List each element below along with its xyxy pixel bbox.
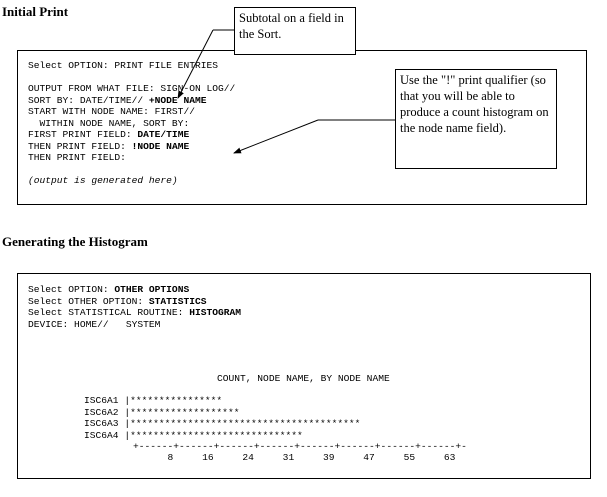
print-line: THEN PRINT FIELD: [28,152,235,164]
histogram-rows: ISC6A1 |****************ISC6A2 |********… [84,395,360,441]
histogram-bar: |****************************** [124,429,303,441]
terminal-output-print: Select OPTION: PRINT FILE ENTRIES OUTPUT … [28,60,235,187]
print-line: SORT BY: DATE/TIME// +NODE NAME [28,95,235,107]
histogram-row: ISC6A2 |******************* [84,407,360,419]
print-input-value: !NODE NAME [131,140,190,152]
callout-print-qualifier: Use the "!" print qualifier (so that you… [395,69,557,169]
histogram-bar: |**************** [124,395,223,406]
print-prompt: OUTPUT FROM WHAT FILE: SIGN-ON LOG// [28,83,236,94]
print-line: Select OPTION: PRINT FILE ENTRIES [28,60,235,72]
print-prompt: FIRST PRINT FIELD: [28,129,138,140]
print-line [28,72,235,84]
hist-input-value: OTHER OPTIONS [114,284,190,295]
histogram-axis-line: +------+------+------+------+------+----… [133,441,467,452]
hist-line: DEVICE: HOME// SYSTEM [28,319,241,331]
print-line: WITHIN NODE NAME, SORT BY: [28,118,235,130]
section-heading-histogram: Generating the Histogram [2,234,148,249]
print-line: FIRST PRINT FIELD: DATE/TIME [28,129,235,141]
callout-subtotal: Subtotal on a field in the Sort. [234,7,356,55]
histogram-row-label: ISC6A1 [84,395,125,406]
hist-line: Select OPTION: OTHER OPTIONS [28,284,241,296]
print-line: THEN PRINT FIELD: !NODE NAME [28,141,235,153]
print-prompt: WITHIN NODE NAME, SORT BY: [28,117,190,129]
section-heading-initial-print: Initial Print [2,4,69,19]
print-prompt: START WITH NODE NAME: FIRST// [28,106,195,117]
hist-line: Select STATISTICAL ROUTINE: HISTOGRAM [28,307,241,319]
histogram-bar: |***************************************… [124,418,361,429]
histogram-row-label: ISC6A2 [84,406,125,418]
histogram-bar: |******************* [124,406,240,418]
print-line: (output is generated here) [28,175,235,187]
hist-input-value: HISTOGRAM [189,307,242,318]
print-prompt: SORT BY: DATE/TIME// [28,94,149,106]
histogram-title: COUNT, NODE NAME, BY NODE NAME [217,373,390,384]
print-prompt: THEN PRINT FIELD: [28,152,126,163]
print-input-value: DATE/TIME [137,129,190,140]
histogram-axis-ticks: 8 16 24 31 39 47 55 63 [133,452,456,463]
histogram-row-label: ISC6A3 [84,418,125,429]
print-prompt: Select OPTION: PRINT FILE ENTRIES [28,60,218,71]
hist-prompt: Select OTHER OPTION: [28,295,149,307]
print-line: OUTPUT FROM WHAT FILE: SIGN-ON LOG// [28,83,235,95]
print-prompt: THEN PRINT FIELD: [28,140,132,152]
hist-line: Select OTHER OPTION: STATISTICS [28,296,241,308]
hist-prompt: Select STATISTICAL ROUTINE: [28,307,190,318]
print-input-value: +NODE NAME [148,94,207,106]
hist-prompt: DEVICE: HOME// SYSTEM [28,318,161,330]
print-line: START WITH NODE NAME: FIRST// [28,106,235,118]
histogram-row: ISC6A3 |********************************… [84,418,360,430]
histogram-row-label: ISC6A4 [84,429,125,441]
hist-prompt: Select OPTION: [28,284,115,295]
print-line [28,164,235,176]
hist-input-value: STATISTICS [148,295,207,307]
histogram-row: ISC6A1 |**************** [84,395,360,407]
histogram-row: ISC6A4 |****************************** [84,430,360,442]
print-note: (output is generated here) [28,175,178,186]
